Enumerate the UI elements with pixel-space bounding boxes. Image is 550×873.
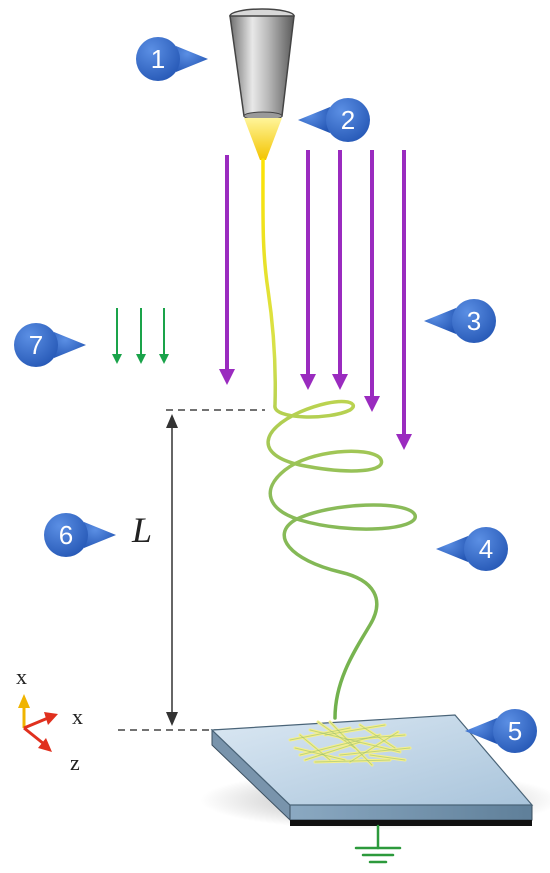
field-arrow bbox=[364, 150, 380, 412]
field-arrow bbox=[332, 150, 348, 390]
distance-label: L bbox=[131, 510, 152, 550]
marker-label: 2 bbox=[341, 105, 355, 135]
fiber-shade bbox=[294, 747, 346, 761]
airflow-arrow bbox=[136, 308, 146, 364]
fiber-shade bbox=[369, 754, 406, 761]
fiber-shade bbox=[339, 747, 411, 756]
field-arrow bbox=[396, 150, 412, 450]
fiber-shade bbox=[324, 724, 386, 736]
marker-label: 3 bbox=[467, 306, 481, 336]
axis-label-x-horizontal: x bbox=[72, 704, 83, 729]
axis-label-x-vertical: x bbox=[16, 664, 27, 689]
fiber-shade bbox=[289, 727, 351, 741]
marker-label: 1 bbox=[151, 44, 165, 74]
marker-label: 7 bbox=[29, 330, 43, 360]
airflow-arrow bbox=[159, 308, 169, 364]
marker-label: 6 bbox=[59, 520, 73, 550]
marker-collector: 5 bbox=[465, 709, 537, 753]
distance-indicator: L bbox=[118, 409, 265, 731]
fiber-shade bbox=[359, 724, 396, 749]
marker-label: 5 bbox=[508, 716, 522, 746]
polymer-jet bbox=[261, 158, 417, 720]
airflow-arrows bbox=[112, 308, 169, 364]
field-arrow bbox=[300, 150, 316, 390]
airflow-arrow bbox=[112, 308, 122, 364]
taylor-cone bbox=[244, 118, 282, 160]
coordinate-axes: x x z bbox=[16, 664, 83, 775]
fiber-shade bbox=[329, 721, 373, 766]
fiber-shade bbox=[344, 734, 406, 741]
callout-markers: 1 2 3 4 5 6 7 bbox=[14, 37, 537, 753]
marker-taylor-cone: 2 bbox=[298, 98, 370, 142]
axis-label-z: z bbox=[70, 750, 80, 775]
marker-electric-field: 3 bbox=[424, 299, 496, 343]
electric-field-arrows bbox=[219, 150, 412, 450]
deposited-fibers bbox=[288, 720, 412, 767]
marker-label: 4 bbox=[479, 534, 493, 564]
fiber-shade bbox=[317, 721, 356, 749]
fiber-shade bbox=[299, 734, 331, 761]
ground-icon bbox=[354, 824, 402, 864]
fiber-shade bbox=[349, 731, 399, 763]
marker-nozzle: 1 bbox=[136, 37, 208, 81]
field-arrow bbox=[219, 155, 235, 385]
marker-distance: 6 bbox=[44, 513, 116, 557]
marker-whipping-jet: 4 bbox=[436, 527, 508, 571]
fiber-shade bbox=[309, 729, 401, 753]
nozzle bbox=[229, 8, 295, 121]
marker-airflow: 7 bbox=[14, 323, 86, 367]
